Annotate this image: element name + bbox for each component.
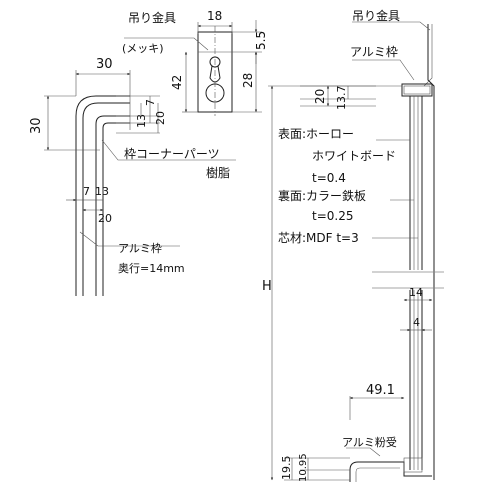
section-dimension-lines bbox=[268, 21, 433, 481]
dim-section-19-5: 19.5 bbox=[280, 456, 293, 481]
back-face-label: 裏面:カラー鉄板 bbox=[278, 188, 366, 203]
dim-7: 7 bbox=[144, 99, 157, 106]
board-section bbox=[349, 24, 444, 482]
dim-corner-height: 30 bbox=[29, 117, 44, 134]
dim-b13: 13 bbox=[95, 185, 109, 198]
core-label: 芯材:MDF t=3 bbox=[278, 231, 359, 245]
dim-section-14: 14 bbox=[409, 286, 423, 299]
dim-section-4: 4 bbox=[413, 316, 420, 329]
front-face-label: 表面:ホーロー bbox=[278, 127, 354, 141]
tray-label: アルミ粉受 bbox=[342, 436, 397, 449]
hanger-label: 吊り金具 bbox=[128, 10, 176, 25]
corner-label: 枠コーナーパーツ bbox=[124, 147, 220, 161]
dim-13-a: 13 bbox=[135, 114, 148, 128]
section-hanger-label: 吊り金具 bbox=[352, 8, 400, 23]
dim-hanger-width: 18 bbox=[207, 9, 222, 23]
dim-b20: 20 bbox=[98, 212, 112, 225]
hanger-bracket bbox=[197, 26, 233, 116]
dim-section-49-1: 49.1 bbox=[366, 383, 395, 398]
dim-corner-width: 30 bbox=[96, 57, 113, 72]
frame-left-label: アルミ枠 bbox=[118, 241, 162, 255]
frame-corner bbox=[75, 90, 131, 296]
dim-section-20: 20 bbox=[313, 89, 327, 104]
frame-left-depth: 奥行=14mm bbox=[118, 261, 185, 275]
dim-section-10-95: 10.95 bbox=[298, 453, 309, 482]
hanger-note: (メッキ) bbox=[122, 42, 164, 55]
dim-20-a: 20 bbox=[154, 111, 167, 125]
front-thickness-label: t=0.4 bbox=[312, 171, 346, 185]
dim-section-13-7: 13.7 bbox=[335, 86, 348, 111]
height-label: H bbox=[262, 279, 272, 294]
corner-dimension-lines bbox=[44, 70, 236, 247]
section-frame-label: アルミ枠 bbox=[350, 45, 398, 59]
hanger-dimension-lines bbox=[124, 20, 262, 113]
front-face-label-2: ホワイトボード bbox=[312, 149, 396, 163]
back-thickness-label: t=0.25 bbox=[312, 209, 353, 223]
dim-hanger-top: 5.5 bbox=[254, 31, 268, 50]
dim-hanger-lower: 28 bbox=[241, 73, 255, 88]
corner-material: 樹脂 bbox=[206, 165, 230, 180]
dim-hanger-height: 42 bbox=[170, 75, 184, 90]
dim-b7: 7 bbox=[83, 185, 90, 198]
